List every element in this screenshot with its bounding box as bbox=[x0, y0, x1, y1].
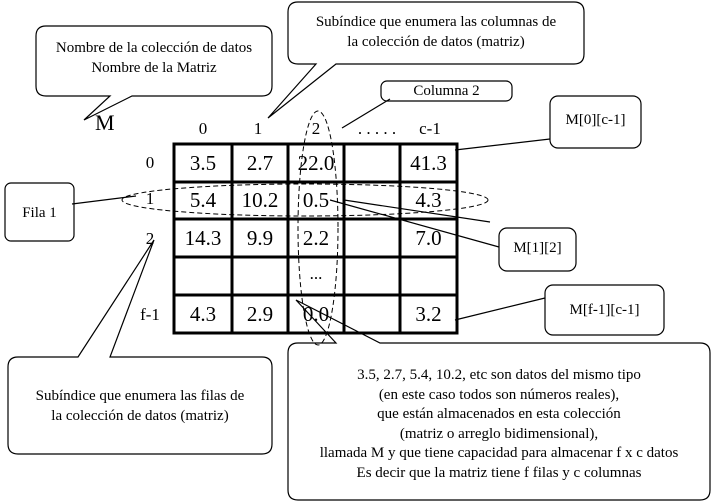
callout-column-subscript-line1: Subíndice que enumera las columnas de bbox=[315, 14, 557, 30]
cell-4-0: 4.3 bbox=[189, 302, 217, 326]
callout-row-subscript-line2: la colección de datos (matriz) bbox=[51, 408, 229, 424]
callout-fila1-bubble bbox=[4, 182, 75, 242]
col-index-2: 2 bbox=[311, 119, 321, 138]
callout-mf1c-bubble bbox=[544, 284, 665, 336]
cell-1-1: 10.2 bbox=[241, 188, 279, 212]
row-index-0: 0 bbox=[145, 153, 155, 172]
callout-column-subscript-bubble bbox=[267, 1, 585, 119]
cell-2-4: 7.0 bbox=[415, 226, 442, 250]
explanation-line3: que están almacenados en esta colección bbox=[377, 406, 621, 422]
cell-1-4: 4.3 bbox=[415, 188, 442, 212]
column2-highlight bbox=[297, 110, 339, 346]
callout-column2-bubble bbox=[380, 80, 513, 102]
callout-m12-bubble bbox=[498, 227, 577, 272]
cell-0-2: 22.0 bbox=[297, 151, 335, 175]
row-index-f-1: f-1 bbox=[140, 305, 160, 324]
callout-name-line1: Nombre de la colección de datos bbox=[55, 40, 253, 56]
row-index-1: 1 bbox=[145, 189, 155, 208]
cell-4-4: 3.2 bbox=[415, 302, 442, 326]
col-index-0: 0 bbox=[198, 119, 208, 138]
cell-2-1: 9.9 bbox=[246, 226, 274, 250]
callout-m0c-bubble bbox=[549, 95, 642, 149]
callout-name-line2: Nombre de la Matriz bbox=[91, 60, 217, 76]
cell-4-2: 0.0 bbox=[302, 302, 330, 326]
callout-column-subscript-line2: la colección de datos (matriz) bbox=[347, 34, 525, 50]
explanation-line1: 3.5, 2.7, 5.4, 10.2, etc son datos del m… bbox=[357, 367, 641, 383]
cell-4-1: 2.9 bbox=[246, 302, 274, 326]
row-index-2: 2 bbox=[145, 229, 155, 248]
cell-1-2: 0.5 bbox=[302, 188, 330, 212]
cell-2-2: 2.2 bbox=[302, 226, 330, 250]
cell-0-4: 41.3 bbox=[410, 151, 447, 175]
explanation-line5: llamada M y que tiene capacidad para alm… bbox=[319, 445, 679, 461]
cell-2-0: 14.3 bbox=[184, 226, 222, 250]
callout-name-bubble bbox=[35, 25, 273, 121]
callout-explanation-bubble bbox=[287, 299, 711, 501]
matrix-name-label: M bbox=[95, 110, 115, 135]
cell-3-2: ... bbox=[309, 264, 323, 283]
matrix-grid bbox=[172, 142, 459, 335]
callout-row-subscript-bubble bbox=[7, 239, 273, 455]
callout-fila1-label: Fila 1 bbox=[22, 205, 57, 221]
callout-row-subscript-line1: Subíndice que enumera las filas de bbox=[35, 388, 245, 404]
callout-column2-label: Columna 2 bbox=[413, 83, 480, 99]
col-index-1: 1 bbox=[253, 119, 263, 138]
cell-0-0: 3.5 bbox=[189, 151, 217, 175]
cell-1-0: 5.4 bbox=[189, 188, 217, 212]
row1-highlight bbox=[121, 183, 489, 217]
callout-m12-label: M[1][2] bbox=[513, 240, 562, 256]
explanation-line6: Es decir que la matriz tiene f filas y c… bbox=[356, 465, 642, 481]
col-index-ellipsis: . . . . . bbox=[357, 119, 397, 138]
callout-mf1c-label: M[f-1][c-1] bbox=[569, 302, 640, 318]
explanation-line2: (en este caso todos son números reales), bbox=[378, 387, 620, 403]
col-index-c-1: c-1 bbox=[419, 119, 441, 138]
cell-0-1: 2.7 bbox=[246, 151, 274, 175]
explanation-line4: (matriz o arreglo bidimensional), bbox=[399, 426, 599, 442]
callout-m0c-label: M[0][c-1] bbox=[565, 112, 626, 128]
